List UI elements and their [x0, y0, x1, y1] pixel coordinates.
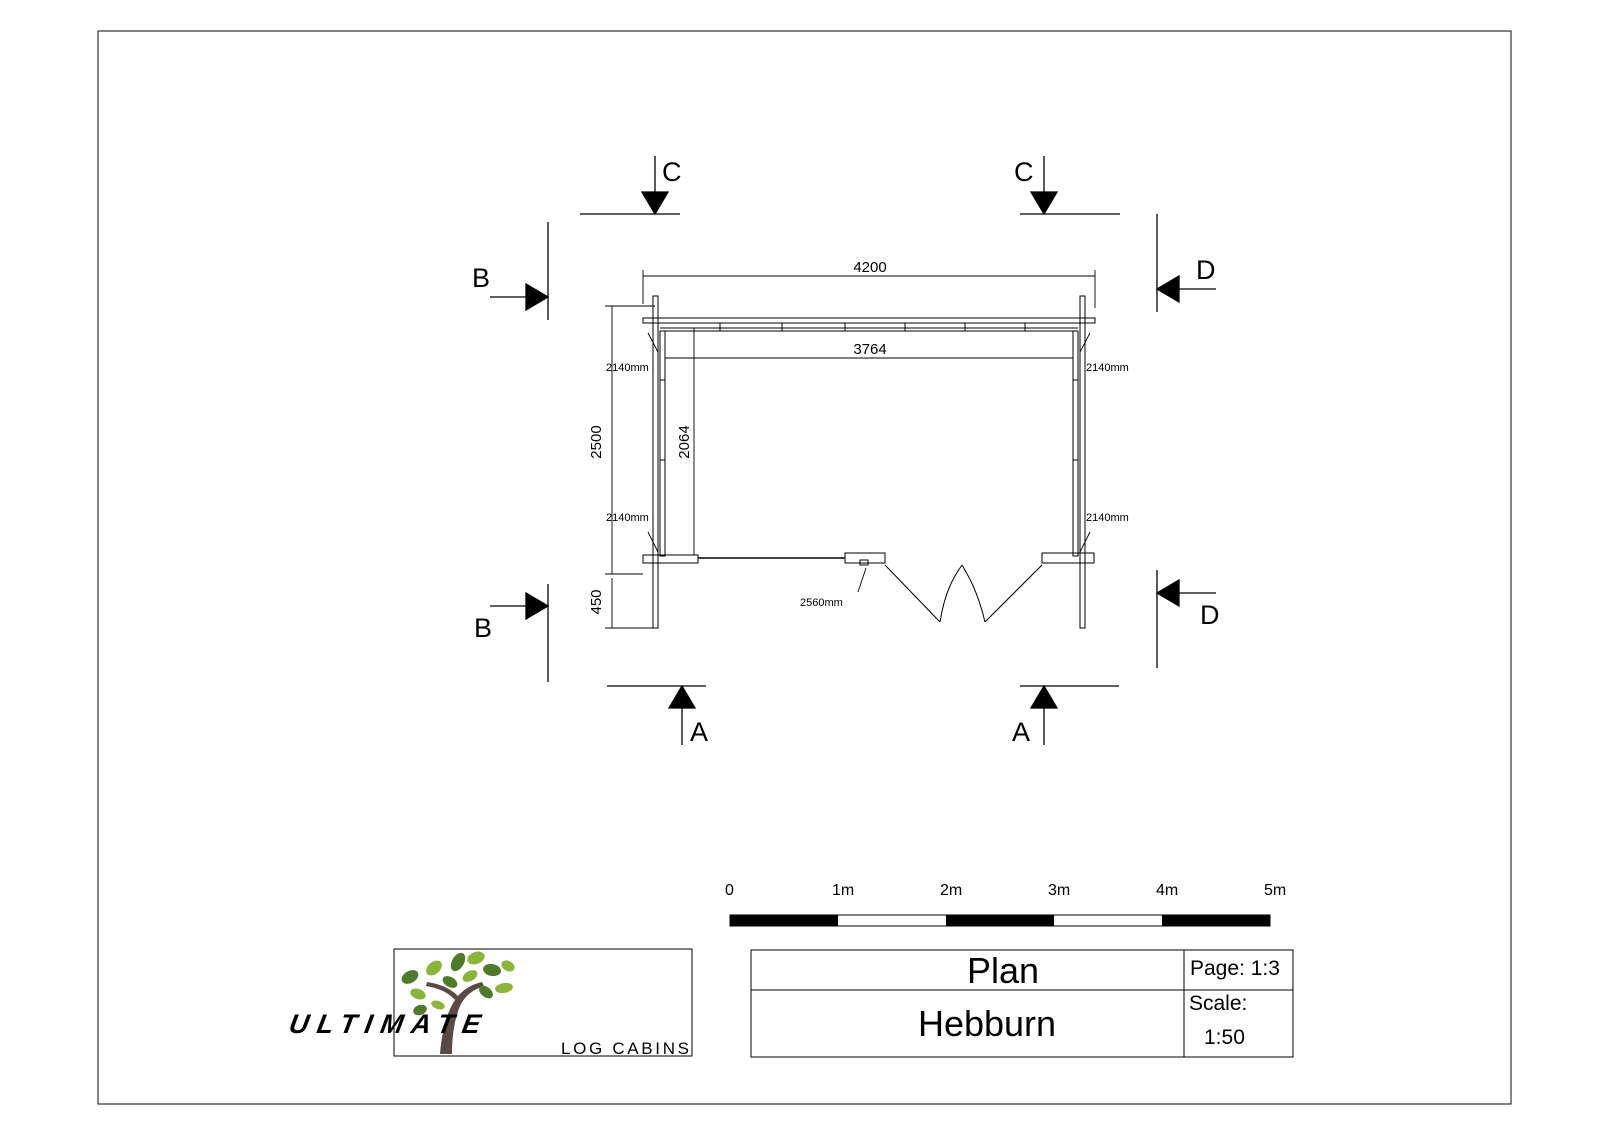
left-wall [659, 330, 666, 557]
company-logo: ULTIMATE LOG CABINS [287, 948, 693, 1058]
wall-height-top-right: 2140mm [1086, 362, 1129, 374]
door-post [844, 552, 886, 564]
section-c-right-arrow [1029, 191, 1059, 216]
section-b-bottom-arrow [525, 591, 550, 621]
section-labels: C C A A B B D D [472, 157, 1220, 747]
leader [647, 332, 659, 353]
dim-internal-width: 3764 [853, 341, 886, 358]
door-height: 2560mm [800, 597, 843, 609]
scale-seg-5 [1162, 915, 1270, 926]
tree-leaves [401, 951, 515, 1016]
scale-seg-3 [946, 915, 1054, 926]
scale-seg-1 [730, 915, 838, 926]
section-a-right-arrow [1029, 684, 1059, 709]
dim-overhang: 450 [588, 589, 605, 614]
scale-label: Scale: [1189, 992, 1247, 1015]
scale-label-2m: 2m [940, 882, 962, 899]
door-arc-right [961, 564, 986, 623]
left-post [652, 295, 659, 629]
dim-internal-depth: 2064 [676, 425, 693, 458]
front-right-corner [1041, 552, 1095, 564]
drawing-type: Plan [967, 950, 1039, 991]
scale-label-5m: 5m [1264, 882, 1286, 899]
front-beam [642, 317, 1096, 324]
section-a-left-label: A [690, 717, 708, 747]
front-left-corner [642, 554, 699, 564]
door-left-swing [884, 564, 941, 623]
model-name: Hebburn [918, 1003, 1056, 1044]
section-c-right-label: C [1014, 157, 1034, 187]
dimension-lines [605, 270, 1096, 629]
dimension-labels: 4200 3764 2500 2064 450 2140mm 2140mm 21… [588, 259, 1129, 615]
tree-branch [426, 982, 458, 1000]
section-a-right-label: A [1012, 717, 1030, 747]
page-number: Page: 1:3 [1190, 957, 1280, 980]
leader [1079, 332, 1091, 353]
door-post-inner [859, 559, 869, 566]
door-right-swing [984, 564, 1043, 623]
right-post [1079, 295, 1086, 629]
wall-height-bottom-left: 2140mm [606, 512, 649, 524]
tree-trunk [440, 982, 484, 1054]
logo-brand-main: ULTIMATE [287, 1008, 484, 1039]
scale-bar: 0 1m 2m 3m 4m 5m [725, 882, 1286, 927]
scale-label-4m: 4m [1156, 882, 1178, 899]
scale-label-1m: 1m [832, 882, 854, 899]
title-block [750, 949, 1294, 1058]
leader [647, 531, 659, 553]
section-d-bottom-label: D [1200, 600, 1220, 630]
section-c-left-arrow [640, 191, 670, 216]
leader [1079, 531, 1091, 553]
section-b-top-label: B [472, 263, 490, 293]
wall-height-top-left: 2140mm [606, 362, 649, 374]
wall-height-bottom-right: 2140mm [1086, 512, 1129, 524]
right-wall [1072, 330, 1079, 557]
section-a-left-arrow [667, 684, 697, 709]
section-d-top-label: D [1196, 255, 1216, 285]
leader [857, 567, 867, 593]
sheet-border [97, 30, 1512, 1105]
scale-label-3m: 3m [1048, 882, 1070, 899]
floor-plan [642, 295, 1096, 629]
section-d-bottom-arrow [1155, 578, 1180, 608]
title-block-text: Plan Hebburn Page: 1:3 Scale: 1:50 [918, 950, 1280, 1049]
scale-label-0: 0 [725, 882, 734, 899]
section-b-bottom-label: B [474, 613, 492, 643]
section-markers [490, 156, 1216, 745]
door-arc-left [939, 564, 963, 623]
dim-overall-depth: 2500 [588, 425, 605, 458]
section-c-left-label: C [662, 157, 682, 187]
dim-overall-width: 4200 [853, 259, 886, 276]
title-block-frame [750, 949, 1294, 1058]
scale-value: 1:50 [1204, 1026, 1245, 1049]
section-d-top-arrow [1155, 274, 1180, 304]
section-b-top-arrow [525, 282, 550, 312]
